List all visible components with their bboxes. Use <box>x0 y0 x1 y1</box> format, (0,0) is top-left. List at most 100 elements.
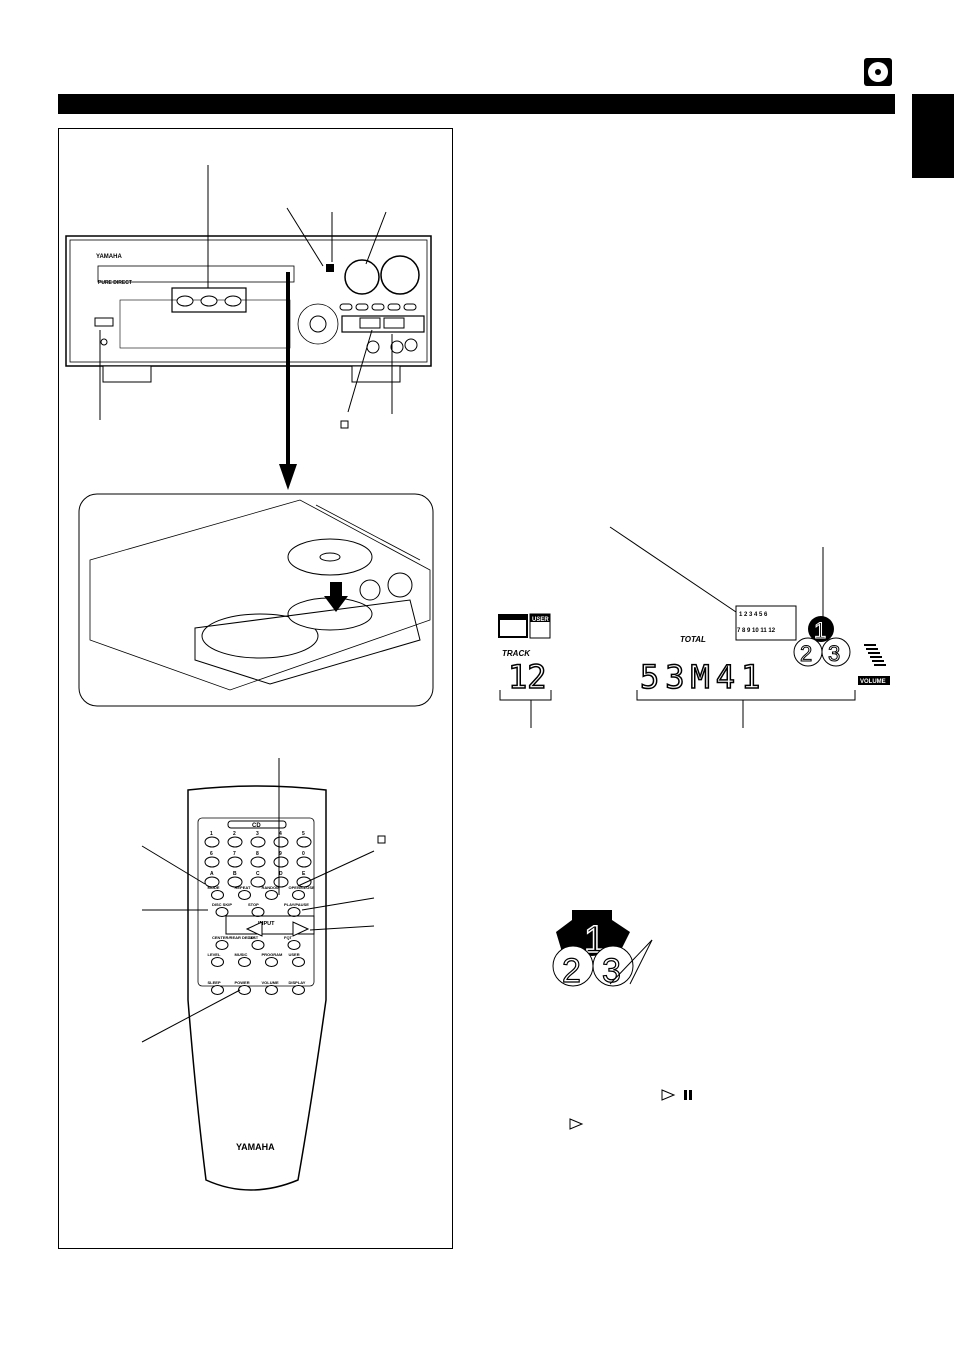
remote-number-label: 4 <box>279 831 282 837</box>
preset-knob-right[interactable] <box>390 340 404 354</box>
remote-number-button[interactable] <box>250 856 266 868</box>
mode-buttons-row <box>339 303 417 311</box>
remote-program-button[interactable] <box>265 957 278 967</box>
cd-loading-illustration <box>78 493 434 707</box>
remote-number-button[interactable] <box>296 856 312 868</box>
remote-open-close-label: OPEN/CLOSE <box>289 885 316 890</box>
remote-number-label: 9 <box>279 851 282 857</box>
receiver-badge: PURE DIRECT <box>98 280 132 286</box>
remote-user-label: USER <box>289 952 300 957</box>
remote-power-label: POWER <box>235 980 250 985</box>
remote-play-pause-label: PLAY/PAUSE <box>284 902 309 907</box>
remote-number-label: 1 <box>210 831 213 837</box>
remote-disc-skip-button[interactable] <box>215 907 229 917</box>
remote-stop-button[interactable] <box>251 907 265 917</box>
input-right-button[interactable] <box>292 921 310 937</box>
track-label: TRACK <box>502 649 531 658</box>
remote-level-label: LEVEL <box>208 952 221 957</box>
remote-control: CD <box>187 785 327 1191</box>
remote-mode-label: MODE <box>208 885 220 890</box>
remote-letter-label: B <box>233 871 237 877</box>
remote-logo: YAMAHA <box>236 1142 275 1152</box>
user-mode-label: USER <box>532 617 549 623</box>
track-calendar-row2: 7 8 9 10 11 12 <box>737 628 776 634</box>
disc-3-button[interactable] <box>224 295 242 307</box>
remote-level-button[interactable] <box>211 957 224 967</box>
remote-number-button[interactable] <box>296 836 312 848</box>
remote-number-label: 8 <box>256 851 259 857</box>
remote-test-button[interactable] <box>251 940 265 950</box>
remote-input-label: INPUT <box>258 921 275 927</box>
section-header-bar <box>58 94 895 114</box>
preset-knob-left[interactable] <box>366 340 380 354</box>
phones-jack[interactable] <box>100 338 108 346</box>
remote-letter-button[interactable] <box>204 876 220 888</box>
remote-fqt-label: FQT <box>284 935 293 940</box>
remote-user-button[interactable] <box>292 957 305 967</box>
remote-number-label: 6 <box>210 851 213 857</box>
remote-music-label: MUSIC <box>235 952 248 957</box>
disc-indicator-2: 2 <box>800 641 812 666</box>
volume-knob[interactable] <box>380 255 420 295</box>
open-close-button[interactable] <box>326 264 334 272</box>
input-left-button[interactable] <box>245 921 263 937</box>
remote-number-label: 0 <box>302 851 305 857</box>
remote-mode-button[interactable] <box>211 890 224 900</box>
remote-number-button[interactable] <box>250 836 266 848</box>
remote-letter-button[interactable] <box>227 876 243 888</box>
remote-number-label: 3 <box>256 831 259 837</box>
remote-volume-button[interactable] <box>265 985 278 995</box>
remote-letter-button[interactable] <box>273 876 289 888</box>
remote-sleep-button[interactable] <box>211 985 224 995</box>
remote-music-button[interactable] <box>238 957 251 967</box>
remote-fqt-button[interactable] <box>287 940 301 950</box>
disc-large-3: 3 <box>602 952 621 990</box>
total-label: TOTAL <box>680 635 706 644</box>
remote-display-button[interactable] <box>292 985 305 995</box>
remote-number-button[interactable] <box>227 856 243 868</box>
remote-random-button[interactable] <box>265 890 278 900</box>
transport-buttons-group <box>341 315 425 333</box>
remote-test-label: TEST <box>248 935 259 940</box>
remote-repeat-button[interactable] <box>238 890 251 900</box>
volume-meter: VOLUME <box>858 644 890 685</box>
tone-knob[interactable] <box>404 338 418 352</box>
remote-number-label: 5 <box>302 831 305 837</box>
remote-play-pause-button[interactable] <box>287 907 301 917</box>
disc-indicator-large: 1 2 3 <box>552 910 653 991</box>
input-selector-knob[interactable] <box>344 259 380 295</box>
remote-open-close-button[interactable] <box>292 890 305 900</box>
remote-disc-skip-label: DISC SKIP <box>212 902 232 907</box>
receiver-logo: YAMAHA <box>96 254 122 260</box>
play-pause-button-panel[interactable] <box>383 317 405 329</box>
remote-display-label: DISPLAY <box>289 980 306 985</box>
standby-button[interactable] <box>94 317 114 327</box>
disc-large-2: 2 <box>562 952 581 990</box>
play-icon-2 <box>569 1118 584 1130</box>
remote-letter-label: C <box>256 871 260 877</box>
remote-number-button[interactable] <box>204 856 220 868</box>
remote-center-rear-delay-label: CENTER/REAR DELAY <box>212 935 256 940</box>
remote-sleep-label: SLEEP <box>208 980 221 985</box>
display-panel: 1 2 3 4 5 6 7 8 9 10 11 12 USER TRACK 12… <box>498 526 890 728</box>
remote-letter-label: A <box>210 871 214 877</box>
remote-repeat-label: REPEAT <box>235 885 251 890</box>
remote-letter-label: E <box>302 871 306 877</box>
remote-number-button[interactable] <box>227 836 243 848</box>
cd-disc-icon <box>864 58 892 86</box>
remote-number-button[interactable] <box>273 836 289 848</box>
remote-program-label: PROGRAM <box>262 952 284 957</box>
remote-letter-label: D <box>279 871 283 877</box>
remote-number-button[interactable] <box>204 836 220 848</box>
remote-center-rear-delay-button[interactable] <box>215 940 229 950</box>
remote-letter-button[interactable] <box>250 876 266 888</box>
language-tab <box>912 94 954 178</box>
remote-power-button[interactable] <box>238 985 251 995</box>
disc-1-button[interactable] <box>176 295 194 307</box>
remote-number-button[interactable] <box>273 856 289 868</box>
disc-indicator-1: 1 <box>814 618 826 643</box>
disc-2-button[interactable] <box>200 295 218 307</box>
stop-button-panel[interactable] <box>359 317 381 329</box>
tuning-pad[interactable] <box>297 303 339 345</box>
